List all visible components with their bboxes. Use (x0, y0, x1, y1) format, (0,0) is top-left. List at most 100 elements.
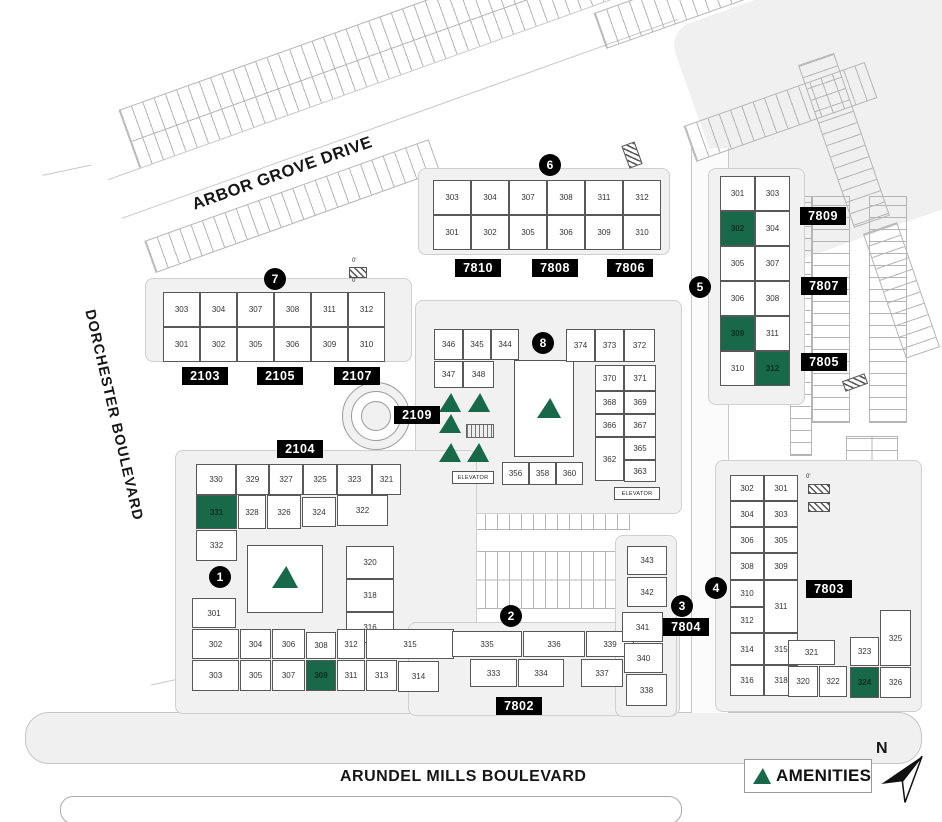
unit-cell[interactable]: 321 (788, 640, 835, 665)
unit-cell[interactable]: 308 (755, 281, 790, 316)
unit-cell[interactable]: 333 (470, 659, 517, 687)
unit-cell-highlighted[interactable]: 324 (850, 667, 879, 698)
unit-cell[interactable]: 312 (623, 180, 661, 215)
unit-cell[interactable]: 308 (730, 553, 764, 580)
unit-cell[interactable]: 340 (624, 643, 663, 673)
building-marker-8[interactable]: 8 (532, 332, 554, 354)
unit-cell[interactable]: 303 (755, 176, 790, 211)
unit-cell[interactable]: 304 (200, 292, 237, 327)
unit-cell[interactable]: 302 (192, 629, 239, 659)
building-marker-1[interactable]: 1 (209, 566, 231, 588)
unit-cell[interactable]: 360 (556, 462, 583, 485)
unit-cell[interactable]: 320 (346, 546, 394, 579)
unit-cell[interactable]: 316 (730, 665, 764, 696)
unit-cell[interactable]: 363 (624, 460, 656, 482)
unit-cell[interactable]: 303 (764, 501, 798, 527)
unit-cell[interactable]: 311 (311, 292, 348, 327)
unit-cell[interactable]: 356 (502, 462, 529, 485)
unit-cell[interactable]: 329 (236, 464, 269, 495)
unit-cell[interactable]: 301 (192, 598, 236, 628)
unit-cell[interactable]: 312 (348, 292, 385, 327)
unit-cell[interactable]: 343 (627, 546, 667, 575)
unit-cell[interactable]: 328 (238, 495, 266, 529)
unit-cell[interactable]: 348 (463, 361, 494, 388)
unit-cell[interactable]: 302 (730, 475, 764, 501)
unit-cell[interactable]: 307 (755, 246, 790, 281)
unit-cell[interactable]: 305 (509, 215, 547, 250)
unit-cell[interactable]: 367 (624, 414, 656, 437)
building-marker-5[interactable]: 5 (689, 276, 711, 298)
unit-cell[interactable]: 338 (626, 674, 667, 706)
unit-cell[interactable]: 323 (850, 637, 879, 666)
unit-cell[interactable]: 310 (720, 351, 755, 386)
unit-cell[interactable]: 373 (595, 329, 624, 362)
unit-cell[interactable]: 304 (240, 629, 271, 659)
unit-cell[interactable]: 358 (529, 462, 556, 485)
unit-cell[interactable]: 306 (274, 327, 311, 362)
unit-cell[interactable]: 327 (269, 464, 303, 495)
unit-cell-highlighted[interactable]: 302 (720, 211, 755, 246)
unit-cell[interactable]: 311 (764, 580, 798, 633)
unit-cell[interactable]: 307 (509, 180, 547, 215)
unit-cell[interactable]: 310 (623, 215, 661, 250)
unit-cell[interactable]: 306 (720, 281, 755, 316)
unit-cell[interactable]: 366 (595, 414, 624, 437)
unit-cell[interactable]: 325 (880, 610, 911, 666)
unit-cell[interactable]: 330 (196, 464, 236, 495)
unit-cell[interactable]: 306 (272, 629, 305, 659)
unit-cell[interactable]: 310 (730, 580, 764, 607)
building-marker-3[interactable]: 3 (671, 595, 693, 617)
unit-cell-highlighted[interactable]: 312 (755, 351, 790, 386)
unit-cell[interactable]: 345 (463, 329, 491, 360)
unit-cell[interactable]: 305 (764, 527, 798, 553)
unit-cell[interactable]: 324 (302, 497, 336, 527)
unit-cell[interactable]: 302 (200, 327, 237, 362)
unit-cell[interactable]: 320 (788, 666, 818, 697)
unit-cell[interactable]: 318 (346, 579, 394, 612)
unit-cell[interactable]: 306 (730, 527, 764, 553)
unit-cell[interactable]: 308 (547, 180, 585, 215)
unit-cell[interactable]: 305 (720, 246, 755, 281)
unit-cell[interactable]: 310 (348, 327, 385, 362)
unit-cell[interactable]: 311 (755, 316, 790, 351)
unit-cell[interactable]: 303 (192, 660, 239, 691)
unit-cell[interactable]: 341 (622, 612, 663, 642)
unit-cell[interactable]: 332 (196, 530, 237, 561)
unit-cell[interactable]: 307 (237, 292, 274, 327)
building-marker-4[interactable]: 4 (705, 577, 727, 599)
unit-cell[interactable]: 303 (163, 292, 200, 327)
unit-cell[interactable]: 322 (819, 666, 847, 697)
unit-cell[interactable]: 326 (880, 667, 911, 698)
unit-cell[interactable]: 309 (585, 215, 623, 250)
unit-cell[interactable]: 308 (306, 632, 336, 659)
unit-cell[interactable]: 344 (491, 329, 519, 360)
unit-cell[interactable]: 304 (471, 180, 509, 215)
unit-cell[interactable]: 301 (720, 176, 755, 211)
unit-cell[interactable]: 346 (434, 329, 463, 360)
unit-cell[interactable]: 323 (337, 464, 372, 495)
unit-cell[interactable]: 368 (595, 391, 624, 414)
unit-cell[interactable]: 370 (595, 365, 624, 391)
unit-cell[interactable]: 309 (764, 553, 798, 580)
unit-cell[interactable]: 314 (730, 633, 764, 665)
unit-cell[interactable]: 322 (337, 495, 388, 526)
unit-cell[interactable]: 311 (337, 660, 365, 691)
building-marker-7[interactable]: 7 (264, 268, 286, 290)
unit-cell[interactable]: 304 (730, 501, 764, 527)
unit-cell[interactable]: 311 (585, 180, 623, 215)
unit-cell[interactable]: 371 (624, 365, 656, 391)
unit-cell[interactable]: 301 (433, 215, 471, 250)
unit-cell-highlighted[interactable]: 309 (720, 316, 755, 351)
unit-cell[interactable]: 372 (624, 329, 655, 362)
unit-cell[interactable]: 362 (595, 437, 624, 481)
unit-cell[interactable]: 337 (581, 659, 623, 687)
unit-cell[interactable]: 347 (434, 361, 463, 388)
unit-cell[interactable]: 308 (274, 292, 311, 327)
unit-cell[interactable]: 369 (624, 391, 656, 414)
unit-cell[interactable]: 301 (764, 475, 798, 501)
unit-cell[interactable]: 321 (372, 464, 401, 495)
unit-cell-highlighted[interactable]: 331 (196, 495, 237, 529)
unit-cell[interactable]: 304 (755, 211, 790, 246)
unit-cell[interactable]: 365 (624, 437, 656, 460)
unit-cell[interactable]: 309 (311, 327, 348, 362)
